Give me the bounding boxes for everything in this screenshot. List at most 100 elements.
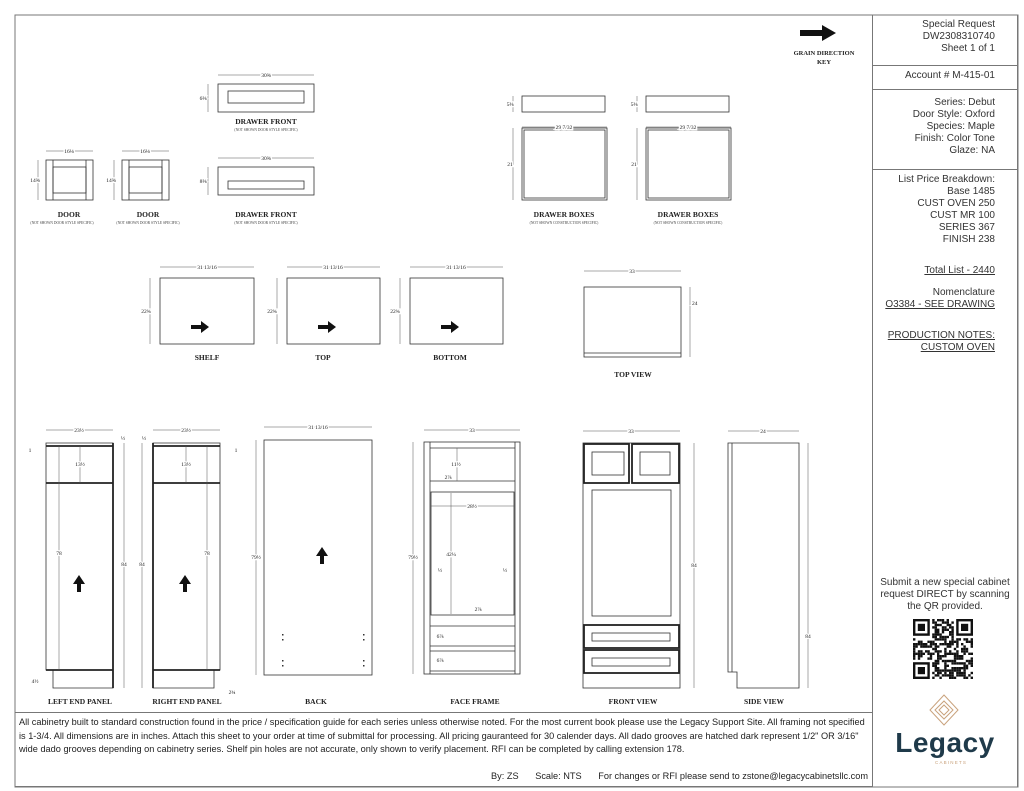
production-note: CUSTOM OVEN bbox=[920, 342, 995, 353]
dimension-width: 33 bbox=[469, 428, 475, 434]
grain-arrow-icon bbox=[73, 575, 85, 592]
price-line: FINISH 238 bbox=[942, 234, 995, 245]
grain-arrow-icon bbox=[318, 321, 336, 333]
part-label: LEFT END PANEL bbox=[48, 697, 112, 706]
dimension-width: 23½ bbox=[74, 427, 84, 434]
grain-arrow-icon bbox=[800, 25, 836, 41]
request-id: DW2308310740 bbox=[922, 31, 995, 42]
side-view: 24 84 SIDE VIEW bbox=[727, 428, 812, 706]
request-section: Special Request DW2308310740 Sheet 1 of … bbox=[873, 15, 1017, 66]
dimension-width: 31 13/16 bbox=[308, 425, 328, 431]
part-note: (NOT SHOWN DOOR STYLE SPECIFIC) bbox=[234, 128, 298, 132]
legacy-logo-subtext: CABINETS bbox=[935, 760, 968, 765]
dimension-depth: 21 bbox=[631, 162, 637, 168]
part-label: FACE FRAME bbox=[450, 697, 499, 706]
door-2: 16⅛ 14⅝ DOOR (NOT SHOWN DOOR STYLE SPECI… bbox=[105, 148, 180, 225]
dimension-opening-width: 28½ bbox=[467, 503, 477, 510]
dimension-inner: 78 bbox=[204, 551, 210, 557]
part-label: BOTTOM bbox=[433, 353, 467, 362]
dimension-opening-height: 42¼ bbox=[446, 552, 456, 558]
dimension-width: 16⅛ bbox=[140, 149, 151, 155]
part-label: SHELF bbox=[195, 353, 220, 362]
grain-arrow-icon bbox=[316, 547, 328, 564]
account-section: Account # M-415-01 bbox=[873, 66, 1017, 90]
request-title: Special Request bbox=[922, 19, 995, 30]
dimension-height: 14⅝ bbox=[30, 178, 41, 184]
rfi-contact: For changes or RFI please send to zstone… bbox=[598, 770, 868, 781]
price-line: CUST MR 100 bbox=[930, 210, 995, 221]
part-note: (NOT SHOWN CONSTRUCTION SPECIFIC) bbox=[530, 221, 600, 225]
part-label: DOOR bbox=[137, 210, 160, 219]
total-list: Total List - 2440 bbox=[924, 265, 995, 276]
part-label: TOP VIEW bbox=[614, 370, 652, 379]
legacy-logo-mark bbox=[929, 694, 959, 726]
dimension-stile-right: ½ bbox=[503, 567, 507, 574]
spec-series: Series: Debut bbox=[934, 97, 995, 108]
dimension-width: 31 13/16 bbox=[197, 265, 217, 271]
dimension-edge: ½ bbox=[142, 435, 146, 442]
dimension-height: 5⅜ bbox=[631, 102, 639, 108]
spec-species: Species: Maple bbox=[926, 121, 995, 132]
bottom-panel: 31 13/16 22¾ BOTTOM bbox=[389, 264, 504, 362]
dimension-height: 79½ bbox=[251, 554, 261, 561]
shelf: 31 13/16 22¾ SHELF bbox=[140, 264, 255, 362]
dimension-width: 16⅛ bbox=[64, 149, 75, 155]
dimension-height: 6⅝ bbox=[200, 96, 208, 102]
face-frame: 33 79½ 11½ 2⅞ 28½ 42¼ ½ ½ 2⅞ 6⅞ 6⅞ FACE … bbox=[407, 427, 521, 706]
legacy-logo-text: Legacy bbox=[895, 727, 995, 758]
part-label: FRONT VIEW bbox=[609, 697, 658, 706]
part-note: (NOT SHOWN DOOR STYLE SPECIFIC) bbox=[30, 221, 94, 225]
dimension-width: 33 bbox=[628, 429, 634, 435]
left-end-panel: 23½ ½ 1 13½ 78 84 4½ LEFT END PANEL bbox=[27, 426, 128, 706]
top-view: 33 24 TOP VIEW bbox=[583, 268, 699, 379]
spec-door-style: Door Style: Oxford bbox=[912, 109, 995, 120]
price-line: CUST OVEN 250 bbox=[917, 198, 995, 209]
dimension-depth: 22¾ bbox=[390, 308, 400, 315]
grain-key-label-2: KEY bbox=[817, 59, 831, 66]
dimension-top: 1 bbox=[235, 448, 238, 454]
dimension-width: 29 7/32 bbox=[556, 125, 573, 131]
title-block: Special Request DW2308310740 Sheet 1 of … bbox=[872, 15, 1018, 787]
price-heading: List Price Breakdown: bbox=[898, 174, 995, 185]
dimension-edge: ½ bbox=[121, 435, 125, 442]
grain-direction-key: GRAIN DIRECTION KEY bbox=[794, 25, 855, 66]
part-label: DRAWER BOXES bbox=[534, 210, 595, 219]
dimension-height: 8⅝ bbox=[200, 179, 208, 185]
grain-arrow-icon bbox=[191, 321, 209, 333]
dimension-drawer-1: 6⅞ bbox=[437, 634, 444, 640]
dimension-height: 79½ bbox=[408, 554, 418, 561]
dimension-width: 31 13/16 bbox=[446, 265, 466, 271]
qr-instructions: Submit a new special cabinet request DIR… bbox=[880, 577, 1010, 612]
price-line: Base 1485 bbox=[947, 186, 995, 197]
spec-glaze: Glaze: NA bbox=[949, 145, 995, 156]
grain-arrow-icon bbox=[441, 321, 459, 333]
grain-key-label: GRAIN DIRECTION bbox=[794, 50, 855, 57]
dimension-width: 23½ bbox=[181, 427, 191, 434]
dimension-depth: 22¾ bbox=[141, 308, 151, 315]
dimension-width: 29 7/32 bbox=[680, 125, 697, 131]
part-note: (NOT SHOWN DOOR STYLE SPECIFIC) bbox=[234, 221, 298, 225]
spec-section: Series: Debut Door Style: Oxford Species… bbox=[873, 90, 1017, 170]
dimension-height: 84 bbox=[121, 562, 127, 568]
dimension-width: 30⅝ bbox=[261, 156, 272, 162]
dimension-height: 14⅝ bbox=[106, 178, 117, 184]
production-notes-heading: PRODUCTION NOTES: bbox=[887, 330, 995, 341]
construction-notes: All cabinetry built to standard construc… bbox=[19, 717, 865, 754]
dimension-top-rail: 13½ bbox=[181, 461, 191, 468]
part-label: SIDE VIEW bbox=[744, 697, 785, 706]
dimension-depth: 22¾ bbox=[267, 308, 277, 315]
drawn-by: By: ZS bbox=[491, 770, 519, 781]
front-view: 33 84 FRONT VIEW bbox=[582, 428, 698, 706]
shelf-pin-holes bbox=[282, 634, 365, 667]
qr-code[interactable] bbox=[913, 619, 973, 679]
dimension-height: 5⅜ bbox=[507, 102, 515, 108]
scale: Scale: NTS bbox=[535, 770, 582, 781]
dimension-inner: 78 bbox=[56, 551, 62, 557]
drawer-box-2: 5⅜ 29 7/32 21 DRAWER BOXES (NOT SHOWN CO… bbox=[629, 95, 732, 225]
part-label: RIGHT END PANEL bbox=[152, 697, 221, 706]
sheet-number: Sheet 1 of 1 bbox=[941, 43, 995, 54]
dimension-top: 1 bbox=[29, 448, 32, 454]
nomenclature-label: Nomenclature bbox=[932, 287, 995, 298]
dimension-top-opening: 11½ bbox=[451, 461, 460, 468]
right-end-panel: 23½ ½ 1 13½ 78 84 2¾ RIGHT END PANEL bbox=[138, 426, 239, 706]
